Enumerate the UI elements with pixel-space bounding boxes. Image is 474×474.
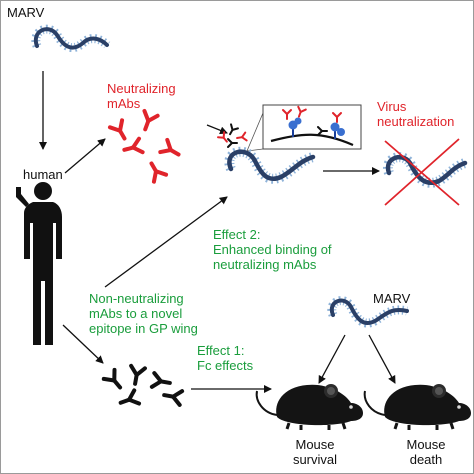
antibody-icon (101, 367, 128, 394)
virus-icon (327, 296, 409, 328)
antibody-icon (160, 386, 185, 407)
virus-neutralization-label: Virus neutralization (377, 99, 455, 129)
mouse-death-label: Mouse death (406, 437, 446, 467)
antibody-icon (158, 137, 185, 163)
arrow-effect2 (104, 196, 228, 288)
antibody-icon (149, 371, 174, 392)
nonneutralizing-mabs-label: Non-neutralizing mAbs to a novel epitope… (89, 291, 198, 336)
nonneutralizing-antibodies-group (101, 363, 185, 412)
mouse-icon (363, 382, 473, 432)
binding-inset-icon (246, 104, 362, 152)
mouse-icon (255, 382, 365, 432)
marv-top-label: MARV (7, 5, 45, 20)
virus-icon (31, 24, 111, 52)
antibody-icon (107, 118, 133, 145)
marv-right-label: MARV (373, 291, 411, 306)
antibody-icon (116, 388, 142, 412)
human-label: human (23, 167, 63, 182)
virus-icon (383, 152, 468, 188)
antibody-icon (136, 108, 160, 134)
antibody-icon (126, 363, 147, 388)
neutralizing-mabs-label: Neutralizing mAbs (107, 81, 176, 111)
mouse-survival-label: Mouse survival (292, 437, 338, 467)
arrow-to-survival (318, 334, 346, 384)
cross-icon (384, 138, 460, 206)
human-silhouette-icon (16, 182, 62, 345)
antibody-icon (120, 136, 145, 159)
arrow-human-to-neutralizing (64, 138, 106, 174)
effect1-label: Effect 1: Fc effects (197, 343, 254, 373)
arrow-to-death (368, 334, 396, 384)
virus-icon (224, 146, 316, 184)
effect2-label: Effect 2: Enhanced binding of neutralizi… (213, 227, 332, 272)
small-antibodies-group (217, 123, 248, 148)
arrow-human-to-nonneutralizing (62, 324, 104, 364)
antibody-icon (143, 157, 169, 184)
neutralizing-antibodies-group (107, 108, 185, 184)
